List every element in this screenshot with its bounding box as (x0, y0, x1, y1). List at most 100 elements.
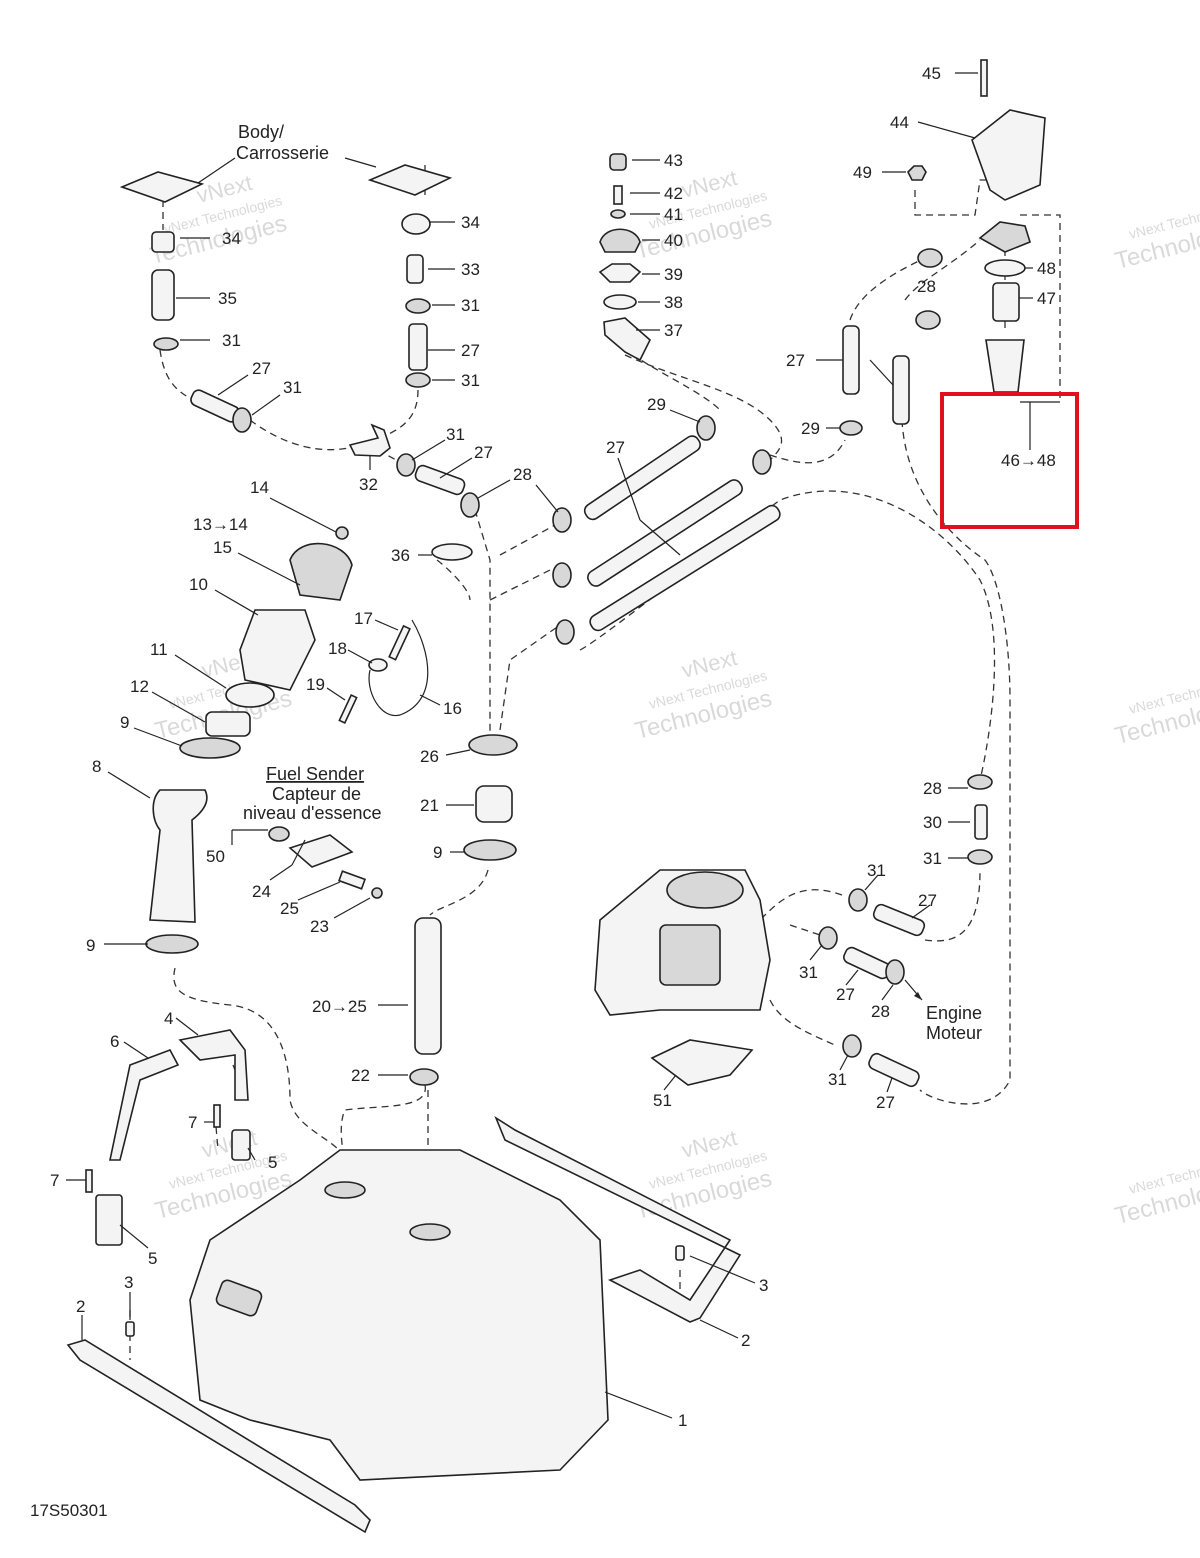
hose-27-long3 (589, 504, 781, 632)
screw-3-right (675, 1245, 685, 1261)
callout-37: 37 (664, 321, 683, 340)
callout-32: 32 (359, 475, 378, 494)
filter-bowl (985, 339, 1025, 393)
tank-opening-right (409, 1223, 451, 1241)
nut-12 (205, 711, 251, 737)
callout-9-bottom: 9 (86, 936, 95, 955)
callout-numbers: 45 44 49 48 47 28 46→48 43 42 41 40 39 3… (50, 64, 1056, 1430)
callout-47: 47 (1037, 289, 1056, 308)
callout-18: 18 (328, 639, 347, 658)
callout-20-25: 20→25 (312, 997, 367, 1016)
drawing-code: 17S50301 (30, 1501, 108, 1520)
cap-43 (609, 153, 627, 171)
o-ring-48 (984, 259, 1026, 277)
nut-39 (598, 263, 642, 283)
fuel-sender-20 (414, 917, 442, 1055)
callout-22: 22 (351, 1066, 370, 1085)
highlight-box-46-48 (940, 392, 1079, 529)
callout-25: 25 (280, 899, 299, 918)
body-mount-right (367, 164, 453, 196)
callout-44: 44 (890, 113, 909, 132)
clamp-28-a (552, 507, 572, 533)
screw-3-left (125, 1321, 135, 1337)
nut-49 (907, 165, 927, 181)
fitting-33 (406, 254, 424, 284)
tank-opening-left (324, 1181, 366, 1199)
strap-36 (431, 543, 473, 561)
callout-31-left: 31 (222, 331, 241, 350)
callout-31-mid: 31 (461, 371, 480, 390)
nut-23 (371, 887, 383, 899)
callout-29-a: 29 (647, 395, 666, 414)
terminal-25 (337, 870, 367, 890)
cover-40 (599, 228, 641, 253)
clamp-31-tee (396, 453, 416, 477)
callout-29-b: 29 (801, 419, 820, 438)
callout-31-carb-c: 31 (828, 1070, 847, 1089)
callout-49: 49 (853, 163, 872, 182)
clamp-31-left (153, 337, 179, 351)
fitting-34-left (151, 231, 175, 253)
callout-31-left2: 31 (283, 378, 302, 397)
parts (66, 59, 1046, 1534)
washer-41 (610, 209, 626, 219)
clamp-9-bottom (145, 934, 199, 954)
callout-14: 14 (250, 478, 269, 497)
screw-42 (613, 185, 623, 205)
watermark-2: vNext vNext Technologies Technologies (632, 165, 774, 265)
callout-8: 8 (92, 757, 101, 776)
callout-27-carb-b: 27 (836, 985, 855, 1004)
callout-2-left: 2 (76, 1297, 85, 1316)
clamp-28-filter-b (915, 310, 941, 330)
engine-label-fr: Moteur (926, 1023, 982, 1043)
callout-12: 12 (130, 677, 149, 696)
callout-1: 1 (678, 1411, 687, 1430)
callout-17: 17 (354, 609, 373, 628)
callout-5-mid: 5 (268, 1153, 277, 1172)
engine-label-en: Engine (926, 1003, 982, 1023)
tether-16 (368, 619, 429, 717)
screw-45 (980, 59, 988, 97)
clamp-26 (468, 734, 518, 756)
rail-2-left (66, 1339, 371, 1534)
callout-30: 30 (923, 813, 942, 832)
callout-28-tee: 28 (513, 465, 532, 484)
callout-9-sender: 9 (433, 843, 442, 862)
callout-43: 43 (664, 151, 683, 170)
clamp-28-filter-a (917, 248, 943, 268)
valve-35 (151, 269, 175, 321)
clamp-29-b (752, 449, 772, 475)
watermark-8: vNext Technologies Technologies (1112, 672, 1200, 750)
watermark-7: vNext Technologies Technologies (1112, 197, 1200, 275)
callout-31-carb-a: 31 (867, 861, 886, 880)
callout-36: 36 (391, 546, 410, 565)
callout-28-right: 28 (923, 779, 942, 798)
clamp-31-mid (405, 372, 431, 388)
clamp-31-carb-a (848, 888, 868, 912)
watermark-6: vNext vNext Technologies Technologies (632, 1125, 774, 1225)
tank-handle (215, 1279, 263, 1317)
watermark-4: vNext vNext Technologies Technologies (632, 645, 774, 745)
callout-45: 45 (922, 64, 941, 83)
watermark-9: vNext Technologies Technologies (1112, 1152, 1200, 1230)
callout-28-carb: 28 (871, 1002, 890, 1021)
body-mount-left (119, 171, 205, 203)
callout-19: 19 (306, 675, 325, 694)
filter-element-47 (992, 282, 1020, 322)
callout-46-48: 46→48 (1001, 451, 1056, 470)
callout-33: 33 (461, 260, 480, 279)
callout-34-right: 34 (461, 213, 480, 232)
callout-27-vertical: 27 (786, 351, 805, 370)
filler-cap-15 (289, 542, 353, 601)
carburetor-throat (666, 871, 744, 909)
callout-23: 23 (310, 917, 329, 936)
clamp-31-top (405, 298, 431, 314)
hose-27-long1 (583, 435, 701, 521)
fuel-tank-1 (189, 1149, 609, 1481)
callout-2-right: 2 (741, 1331, 750, 1350)
callout-26: 26 (420, 747, 439, 766)
callout-3-right: 3 (759, 1276, 768, 1295)
washer-38 (603, 294, 637, 310)
callout-15: 15 (213, 538, 232, 557)
